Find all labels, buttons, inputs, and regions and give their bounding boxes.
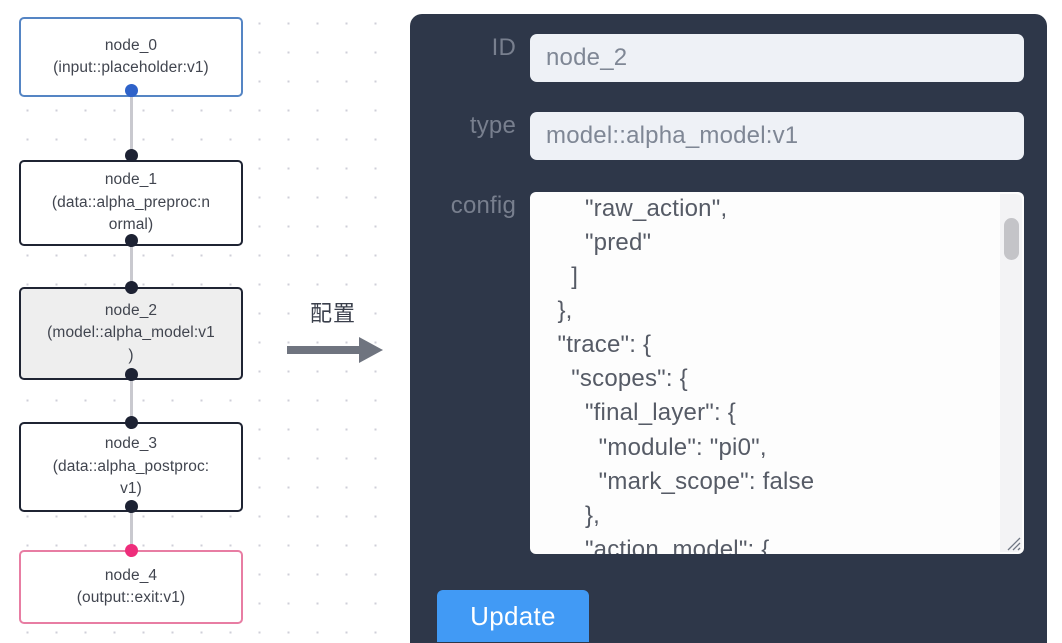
field-row-type: type bbox=[420, 112, 1024, 160]
node-port-input-node_2[interactable] bbox=[125, 281, 138, 294]
type-input[interactable] bbox=[530, 112, 1024, 160]
arrow-caption: 配置 bbox=[309, 302, 356, 327]
field-label-id: ID bbox=[491, 34, 516, 61]
id-input[interactable] bbox=[530, 34, 1024, 82]
graph-canvas[interactable]: node_0 (input::placeholder:v1) node_1 (d… bbox=[0, 0, 400, 643]
node-port-output-node_2[interactable] bbox=[125, 368, 138, 381]
graph-node-label: node_0 (input::placeholder:v1) bbox=[53, 36, 209, 76]
config-editor: "raw_action", "pred" ] }, "trace": { "sc… bbox=[530, 192, 1024, 554]
graph-edge bbox=[130, 90, 133, 164]
config-textarea[interactable]: "raw_action", "pred" ] }, "trace": { "sc… bbox=[530, 192, 1024, 554]
node-config-panel: 配置 node ID type config "raw_action", "pr… bbox=[410, 14, 1047, 643]
field-row-config: config "raw_action", "pred" ] }, "trace"… bbox=[420, 192, 1024, 554]
transition-arrow-group: 配置 bbox=[287, 296, 397, 386]
node-port-input-node_4[interactable] bbox=[125, 544, 138, 557]
node-port-output-node_1[interactable] bbox=[125, 234, 138, 247]
graph-edge bbox=[130, 374, 133, 428]
config-scrollbar[interactable] bbox=[1000, 194, 1022, 552]
graph-node-node_2[interactable]: node_2 (model::alpha_model:v1 ) bbox=[19, 287, 243, 380]
node-port-input-node_3[interactable] bbox=[125, 416, 138, 429]
field-row-id: ID bbox=[420, 34, 1024, 82]
field-label-config: config bbox=[450, 192, 516, 219]
config-scrollbar-thumb[interactable] bbox=[1004, 218, 1019, 260]
graph-node-node_4[interactable]: node_4 (output::exit:v1) bbox=[19, 550, 243, 624]
node-port-output-node_3[interactable] bbox=[125, 500, 138, 513]
graph-node-node_3[interactable]: node_3 (data::alpha_postproc: v1) bbox=[19, 422, 243, 512]
field-label-type: type bbox=[469, 112, 516, 139]
node-port-output-node_0[interactable] bbox=[125, 84, 138, 97]
graph-node-label: node_1 (data::alpha_preproc:n ormal) bbox=[51, 171, 211, 234]
graph-node-label: node_4 (output::exit:v1) bbox=[76, 566, 186, 606]
resize-handle-icon[interactable] bbox=[1003, 533, 1021, 551]
arrow-right-icon bbox=[287, 334, 397, 371]
graph-node-label: node_3 (data::alpha_postproc: v1) bbox=[52, 435, 210, 498]
graph-edge bbox=[130, 240, 133, 292]
graph-edge bbox=[130, 506, 133, 554]
graph-node-label: node_2 (model::alpha_model:v1 ) bbox=[47, 301, 215, 364]
node-port-input-node_1[interactable] bbox=[125, 149, 138, 162]
update-button[interactable]: Update bbox=[437, 590, 589, 642]
